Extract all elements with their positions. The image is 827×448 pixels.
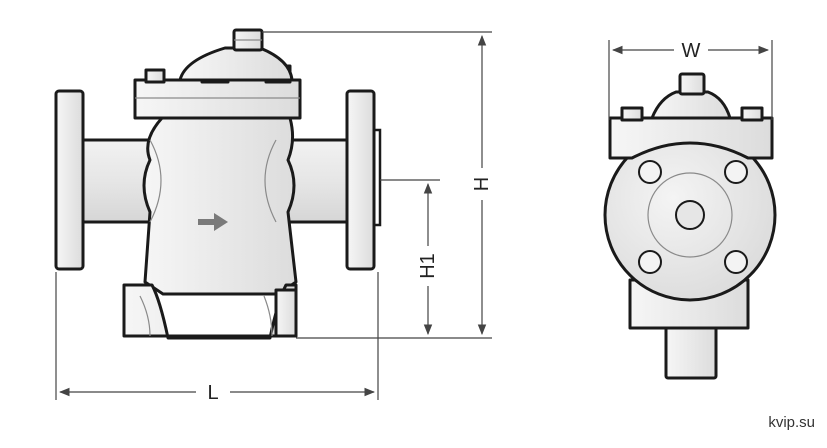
inlet-flange bbox=[54, 89, 85, 271]
flange-bolt-hole-tr bbox=[724, 160, 748, 184]
outlet-flange-face bbox=[374, 128, 382, 227]
flange-bolt-hole-bl bbox=[638, 250, 662, 274]
width-label: W bbox=[682, 40, 701, 62]
flange-bolt-hole-br bbox=[724, 250, 748, 274]
side-bottom-outlet bbox=[664, 324, 718, 380]
site-credit: kvip.su bbox=[768, 414, 815, 431]
dimension-lines bbox=[55, 31, 773, 400]
cover-bolt-left bbox=[144, 68, 166, 84]
body-contour-left bbox=[149, 139, 162, 223]
drain-plug bbox=[274, 288, 298, 338]
side-cover-bolt-right bbox=[740, 106, 764, 122]
top-dome bbox=[178, 46, 294, 82]
side-flange-bore bbox=[675, 200, 705, 230]
side-view bbox=[603, 72, 777, 380]
inlet-height-label: H1 bbox=[417, 253, 439, 279]
length-label: L bbox=[207, 382, 218, 404]
boss-contour bbox=[139, 295, 273, 337]
outlet-flange bbox=[345, 89, 376, 271]
cover bbox=[133, 78, 302, 120]
flange-bolt-hole-tl bbox=[638, 160, 662, 184]
front-view bbox=[54, 28, 382, 340]
side-dome bbox=[650, 90, 732, 120]
side-top-plug bbox=[678, 72, 706, 96]
flow-direction-icon bbox=[198, 213, 228, 231]
side-cover bbox=[608, 116, 774, 160]
side-flange-raised-face bbox=[647, 172, 733, 258]
side-cover-bolt-left bbox=[620, 106, 644, 122]
body-contour-right bbox=[264, 139, 277, 223]
height-label: H bbox=[471, 177, 493, 191]
